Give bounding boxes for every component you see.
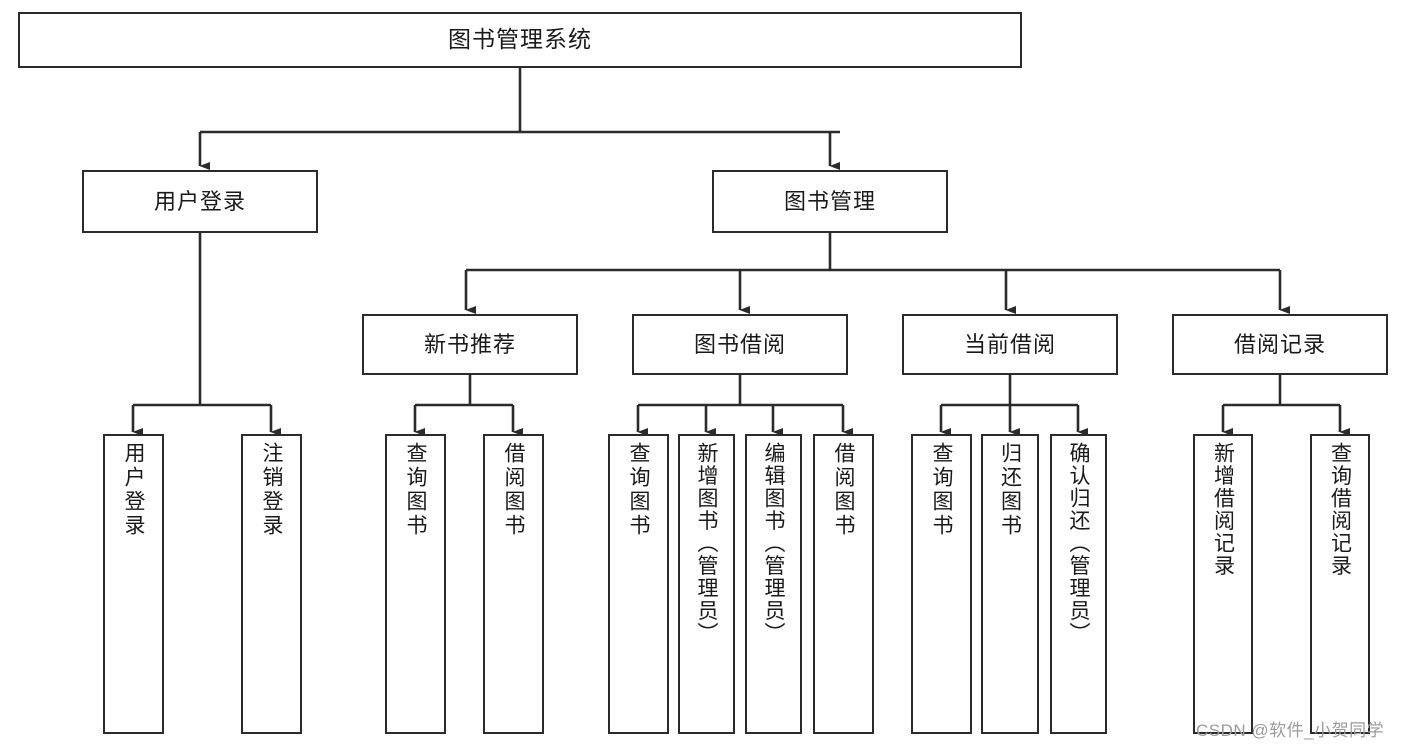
node-label: 用户登录 [153, 188, 246, 214]
leaf-borrow-book[interactable]: 借阅图书 [813, 434, 874, 734]
node-label: 新增借阅记录 [1211, 442, 1235, 577]
node-label: 注销登录 [260, 442, 283, 538]
node-label: 图书借阅 [693, 331, 786, 357]
leaf-logout[interactable]: 注销登录 [241, 434, 302, 734]
node-label: 图书管理 [783, 188, 876, 214]
node-user-login[interactable]: 用户登录 [82, 170, 318, 233]
leaf-return-book[interactable]: 归还图书 [981, 434, 1039, 734]
leaf-query-book-borrow[interactable]: 查询图书 [608, 434, 669, 734]
node-label: 借阅记录 [1233, 331, 1326, 357]
leaf-borrow-book-newbook[interactable]: 借阅图书 [483, 434, 544, 734]
node-label: 查询借阅记录 [1328, 442, 1352, 577]
node-label: 编辑图书（管理员） [762, 442, 785, 645]
node-label: 新增图书（管理员） [695, 442, 718, 645]
leaf-query-borrow-record[interactable]: 查询借阅记录 [1310, 434, 1370, 734]
node-current-borrow[interactable]: 当前借阅 [902, 314, 1118, 375]
node-label: 借阅图书 [832, 442, 855, 538]
node-label: 借阅图书 [502, 442, 525, 538]
node-label: 查询图书 [404, 442, 427, 538]
leaf-query-book-newbook[interactable]: 查询图书 [385, 434, 446, 734]
node-root-book-management-system[interactable]: 图书管理系统 [18, 12, 1022, 68]
leaf-user-login[interactable]: 用户登录 [103, 434, 164, 734]
leaf-edit-book-admin[interactable]: 编辑图书（管理员） [745, 434, 802, 734]
leaf-add-borrow-record[interactable]: 新增借阅记录 [1193, 434, 1253, 734]
node-new-book-recommend[interactable]: 新书推荐 [362, 314, 578, 375]
node-borrow-records[interactable]: 借阅记录 [1172, 314, 1388, 375]
leaf-confirm-return-admin[interactable]: 确认归还（管理员） [1050, 434, 1107, 734]
node-label: 用户登录 [122, 442, 145, 538]
node-label: 查询图书 [627, 442, 650, 538]
leaf-query-book-current[interactable]: 查询图书 [911, 434, 972, 734]
node-label: 查询图书 [930, 442, 953, 538]
node-label: 归还图书 [998, 442, 1022, 538]
leaf-add-book-admin[interactable]: 新增图书（管理员） [678, 434, 735, 734]
node-label: 新书推荐 [423, 331, 516, 357]
node-book-management[interactable]: 图书管理 [712, 170, 948, 233]
node-book-borrow[interactable]: 图书借阅 [632, 314, 848, 375]
node-label: 当前借阅 [963, 331, 1056, 357]
node-label: 图书管理系统 [448, 26, 592, 53]
csdn-watermark: CSDN @软件_小贺同学 [1196, 721, 1385, 740]
node-label: 确认归还（管理员） [1067, 442, 1090, 645]
